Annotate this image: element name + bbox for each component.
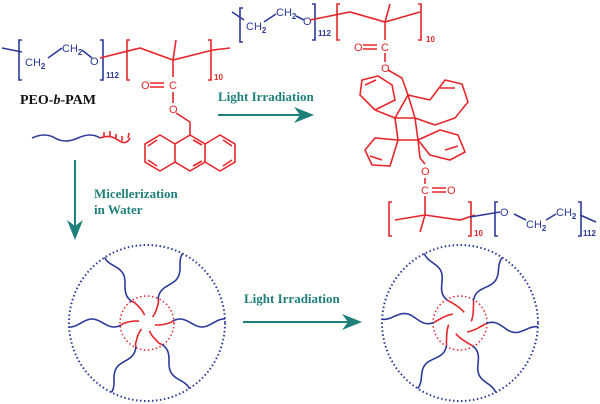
peo-arm (417, 345, 448, 390)
corona-boundary (381, 244, 539, 402)
svg-text:C: C (169, 80, 177, 92)
svg-text:O: O (303, 16, 312, 28)
svg-text:CH2: CH2 (246, 21, 267, 35)
peo-arm (69, 318, 122, 328)
pam-core-segment (433, 313, 454, 324)
pam-core-segment (120, 320, 140, 326)
svg-text:O: O (381, 63, 390, 75)
peo-arm (103, 257, 133, 303)
peo-arm (472, 256, 503, 301)
svg-text:O: O (169, 104, 178, 116)
micelle-after (381, 244, 539, 402)
svg-text:CH2: CH2 (556, 207, 577, 221)
peo-arm (172, 318, 225, 328)
peo-b-pam-structure: CH2 CH2 O 112 C O O 10 (1, 39, 236, 172)
light-irradiation-label-bottom: Light Irradiation (244, 291, 340, 306)
pam-core-segment (151, 299, 160, 318)
pam-core-segment (470, 300, 475, 322)
svg-text:C: C (381, 42, 389, 54)
peo-arm (110, 346, 137, 393)
micellerization-label: Micellerization (94, 186, 179, 201)
core-boundary (119, 295, 175, 351)
pam-core-segment (466, 322, 487, 333)
anthracene-icon (144, 134, 236, 172)
svg-text:O: O (354, 42, 363, 54)
in-water-label: in Water (94, 202, 143, 217)
svg-text:O: O (90, 56, 99, 68)
svg-text:C: C (421, 185, 429, 197)
peo-arm (472, 345, 497, 393)
pam-core-segment (455, 333, 474, 347)
svg-text:10: 10 (474, 229, 483, 238)
svg-text:CH2: CH2 (25, 57, 46, 71)
svg-text:112: 112 (318, 29, 331, 38)
pam-core-segment (148, 330, 163, 346)
peo-arm (485, 321, 539, 334)
pam-core-segment (131, 300, 146, 316)
svg-text:O: O (141, 80, 150, 92)
peo-arm (423, 253, 448, 301)
peo-arm (381, 312, 435, 325)
svg-text:O: O (421, 166, 430, 178)
svg-text:CH2: CH2 (276, 7, 297, 21)
svg-text:CH2: CH2 (526, 219, 547, 233)
pam-core-segment (154, 320, 174, 326)
svg-text:CH2: CH2 (62, 43, 83, 57)
svg-text:112: 112 (583, 229, 596, 238)
core-boundary (432, 295, 488, 351)
micelle-before (68, 244, 226, 402)
peo-arm (161, 343, 191, 389)
light-irradiation-label-top: Light Irradiation (218, 89, 314, 104)
svg-text:10: 10 (214, 73, 223, 82)
pam-block-cartoon (99, 131, 131, 144)
svg-text:O: O (447, 185, 456, 197)
pam-core-segment (445, 324, 450, 346)
corona-boundary (68, 244, 226, 402)
polymer-name: PEO-b-PAM (20, 93, 96, 108)
pam-core-segment (134, 328, 143, 347)
pam-core-segment (446, 299, 465, 313)
svg-text:112: 112 (106, 71, 119, 80)
svg-text:10: 10 (426, 35, 435, 44)
dimer-structure: CH2 CH2 O 112 C O O 10 O C O 10 O CH2 CH… (231, 3, 596, 238)
peo-chain-cartoon (31, 134, 101, 142)
peo-arm (157, 253, 184, 300)
svg-text:O: O (500, 207, 509, 219)
